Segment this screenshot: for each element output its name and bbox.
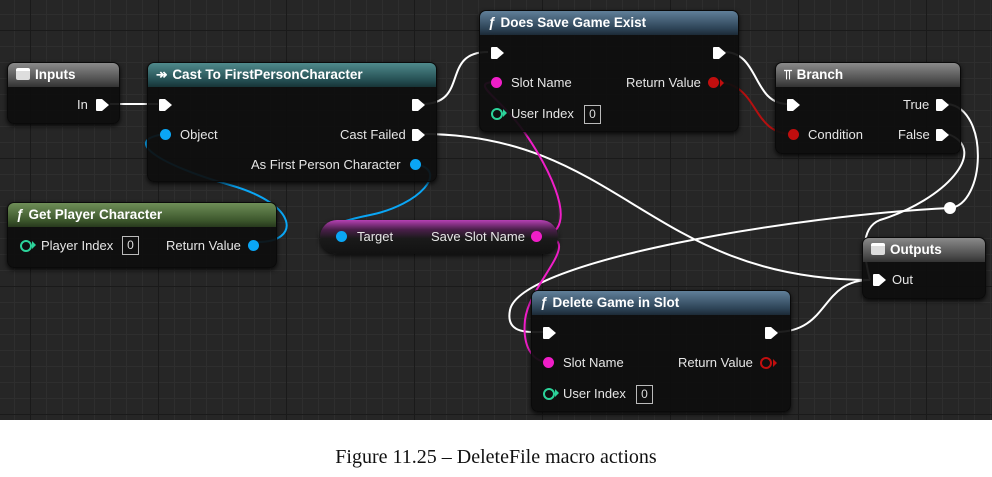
tunnel-box-icon (16, 68, 30, 80)
delete-return-arrow-icon (773, 359, 777, 367)
does-save-game-exist-node[interactable]: ƒ Does Save Game Exist Slot Name Return V… (479, 10, 739, 132)
delete-slot-name-pin[interactable] (543, 357, 554, 368)
cast-node-header[interactable]: ↠ Cast To FirstPersonCharacter (148, 63, 436, 87)
as-character-pin[interactable] (410, 159, 421, 170)
return-value-arrow-icon (720, 79, 724, 87)
object-wire-player-to-object (145, 133, 288, 243)
delete-return-value-label: Return Value (678, 355, 753, 370)
exec-wire-delete-to-out (775, 279, 871, 333)
figure-caption: Figure 11.25 – DeleteFile macro actions (335, 446, 657, 468)
return-value-bool-pin[interactable] (708, 77, 719, 88)
get-player-node-header[interactable]: ƒ Get Player Character (8, 203, 276, 227)
save-slot-name-pin[interactable] (531, 231, 542, 242)
inputs-node-header[interactable]: Inputs (8, 63, 119, 87)
delete-user-index-label: User Index (563, 386, 626, 401)
user-index-input[interactable]: 0 (584, 105, 601, 124)
outputs-node-title: Outputs (890, 242, 942, 257)
function-icon: ƒ (540, 295, 548, 310)
save-slot-name-node[interactable]: Target Save Slot Name (320, 220, 558, 254)
player-index-arrow-icon (32, 241, 36, 249)
get-player-character-node[interactable]: ƒ Get Player Character Player Index 0 Ret… (7, 202, 277, 268)
false-label: False (898, 127, 930, 142)
save-slot-name-label: Save Slot Name (431, 229, 525, 244)
reroute-node (944, 202, 956, 214)
exec-wire-castfailed-to-out (421, 133, 871, 281)
as-character-label: As First Person Character (251, 157, 401, 172)
user-index-label: User Index (511, 106, 574, 121)
return-value-label: Return Value (626, 75, 701, 90)
tunnel-box-icon (871, 243, 885, 255)
out-pin-label: Out (892, 272, 913, 287)
delete-return-value-pin[interactable] (760, 357, 772, 369)
user-index-pin[interactable] (491, 108, 503, 120)
function-icon: ƒ (488, 15, 496, 30)
inputs-node-title: Inputs (35, 67, 76, 82)
true-label: True (903, 97, 930, 112)
condition-label: Condition (808, 127, 863, 142)
player-index-label: Player Index (41, 238, 114, 253)
user-index-arrow-icon (503, 109, 507, 117)
cast-node-title: Cast To FirstPersonCharacter (172, 67, 363, 82)
cast-failed-label: Cast Failed (340, 127, 406, 142)
branch-icon: ⫪ (784, 67, 792, 82)
branch-node[interactable]: ⫪ Branch True Condition False (775, 62, 961, 154)
get-player-node-title: Get Player Character (28, 207, 163, 222)
branch-node-header[interactable]: ⫪ Branch (776, 63, 960, 87)
does-exist-node-header[interactable]: ƒ Does Save Game Exist (480, 11, 738, 35)
player-index-input[interactable]: 0 (122, 236, 139, 255)
delete-user-index-input[interactable]: 0 (636, 385, 653, 404)
object-pin-label: Object (180, 127, 218, 142)
delete-game-node-header[interactable]: ƒ Delete Game in Slot (532, 291, 790, 315)
target-pin[interactable] (336, 231, 347, 242)
outputs-node[interactable]: Outputs Out (862, 237, 986, 299)
outputs-node-header[interactable]: Outputs (863, 238, 985, 262)
delete-slot-name-label: Slot Name (563, 355, 624, 370)
cast-arrow-icon: ↠ (156, 67, 168, 82)
condition-pin[interactable] (788, 129, 799, 140)
player-index-pin[interactable] (20, 240, 32, 252)
delete-game-in-slot-node[interactable]: ƒ Delete Game in Slot Slot Name Return Va… (531, 290, 791, 412)
target-label: Target (357, 229, 394, 244)
branch-node-title: Branch (796, 67, 844, 82)
delete-user-index-pin[interactable] (543, 388, 555, 400)
cast-node[interactable]: ↠ Cast To FirstPersonCharacter Object Cas… (147, 62, 437, 182)
get-player-return-label: Return Value (166, 238, 241, 253)
slot-name-pin[interactable] (491, 77, 502, 88)
slot-name-label: Slot Name (511, 75, 572, 90)
object-pin[interactable] (160, 129, 171, 140)
get-player-return-pin[interactable] (248, 240, 259, 251)
does-exist-node-title: Does Save Game Exist (500, 15, 647, 30)
exec-wire-true-to-delete (508, 103, 979, 334)
in-pin-label: In (77, 97, 88, 112)
delete-game-node-title: Delete Game in Slot (552, 295, 680, 310)
inputs-node[interactable]: Inputs In (7, 62, 120, 124)
function-icon: ƒ (16, 207, 24, 222)
delete-user-index-arrow-icon (555, 389, 559, 397)
blueprint-graph[interactable]: Inputs In ↠ Cast To FirstPersonCharacter … (0, 0, 992, 420)
